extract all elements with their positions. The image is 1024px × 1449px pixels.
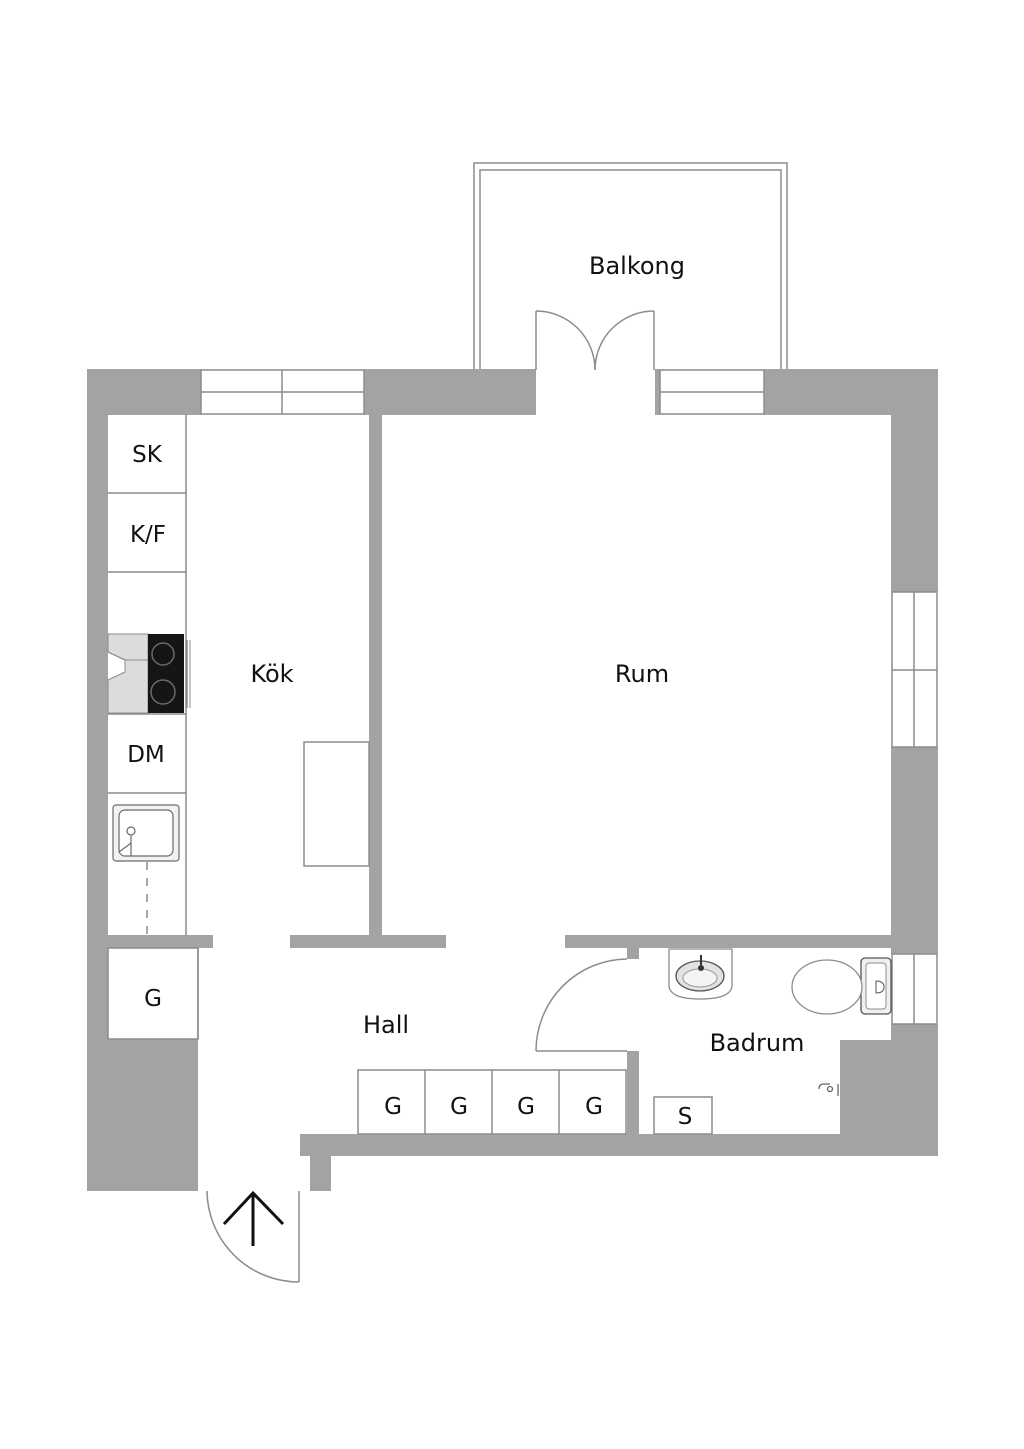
closet-label-1: G bbox=[384, 1094, 402, 1120]
walls bbox=[87, 369, 938, 1191]
windows bbox=[200, 369, 938, 1025]
room-label-hall: Hall bbox=[363, 1011, 409, 1039]
entrance-arrow-icon bbox=[222, 1190, 285, 1246]
fixture-label-s: S bbox=[678, 1104, 693, 1130]
room-label-badrum: Badrum bbox=[710, 1029, 805, 1057]
stove-icon bbox=[107, 633, 191, 714]
kitchen-counter bbox=[108, 414, 370, 935]
bathroom-door[interactable] bbox=[535, 958, 628, 1052]
room-label-balkong: Balkong bbox=[589, 252, 685, 280]
balcony bbox=[473, 162, 788, 370]
closet-label-2: G bbox=[450, 1094, 468, 1120]
room-label-kok: Kök bbox=[250, 660, 293, 688]
faucet-icon bbox=[818, 1083, 839, 1096]
fixture-label-kf: K/F bbox=[130, 522, 166, 548]
closet-label-3: G bbox=[517, 1094, 535, 1120]
toilet-icon bbox=[791, 957, 892, 1015]
kitchen-sink-icon bbox=[112, 804, 180, 862]
fixture-label-sk: SK bbox=[132, 442, 163, 468]
closet-label-hall: G bbox=[144, 986, 162, 1012]
room-label-rum: Rum bbox=[615, 660, 669, 688]
entrance-door[interactable] bbox=[206, 1190, 300, 1283]
closet-label-4: G bbox=[585, 1094, 603, 1120]
balcony-door[interactable] bbox=[535, 310, 655, 371]
washbasin-icon bbox=[668, 948, 733, 1000]
closets bbox=[107, 947, 713, 1135]
fixture-label-dm: DM bbox=[127, 742, 165, 768]
